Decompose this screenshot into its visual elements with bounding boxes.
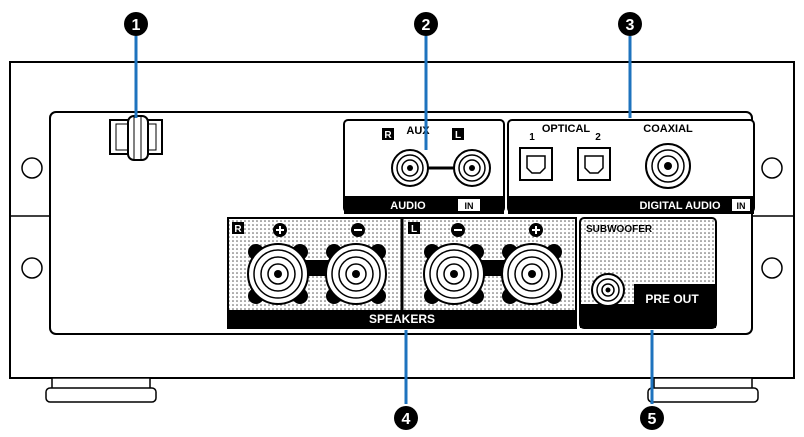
aux-l-jack[interactable] (453, 149, 491, 187)
optical-2-jack[interactable] (577, 147, 611, 181)
svg-text:1: 1 (132, 17, 141, 34)
svg-text:3: 3 (626, 17, 635, 34)
svg-text:2: 2 (422, 17, 431, 34)
plus-icon (529, 223, 543, 237)
optical-1-jack[interactable] (519, 147, 553, 181)
aux-audio-in-section: R AUX L AUDIO IN (343, 119, 505, 214)
coaxial-label: COAXIAL (643, 123, 693, 135)
digital-in-badge: IN (737, 201, 746, 211)
subwoofer-label: SUBWOOFER (586, 224, 653, 235)
minus-icon (351, 223, 365, 237)
callout-5: 5 (640, 406, 664, 430)
subwoofer-jack[interactable] (591, 273, 625, 307)
pre-out-label: PRE OUT (645, 292, 699, 306)
feet (45, 377, 759, 403)
optical-1-label: 1 (529, 132, 535, 143)
digital-audio-in-section: OPTICAL 1 2 COAXIAL DIGITAL AUDIO IN (507, 119, 755, 214)
audio-label: AUDIO (390, 200, 426, 212)
aux-r-jack[interactable] (391, 149, 429, 187)
speaker-l-badge: L (411, 224, 417, 235)
coaxial-jack[interactable] (645, 143, 691, 189)
speaker-terminal-l-plus[interactable] (501, 243, 563, 305)
speaker-terminal-r-minus[interactable] (325, 243, 387, 305)
plus-icon (273, 223, 287, 237)
speakers-section: SPEAKERS R L (227, 217, 577, 329)
callout-4: 4 (394, 406, 418, 430)
svg-text:5: 5 (648, 411, 657, 428)
speaker-r-badge: R (234, 224, 242, 235)
callout-2: 2 (414, 12, 438, 36)
callout-1: 1 (124, 12, 148, 36)
power-cord (109, 115, 163, 161)
speakers-label: SPEAKERS (369, 312, 435, 326)
speaker-terminal-l-minus[interactable] (423, 243, 485, 305)
speaker-terminal-r-plus[interactable] (247, 243, 309, 305)
minus-icon (451, 223, 465, 237)
svg-text:4: 4 (402, 411, 411, 428)
subwoofer-pre-out-section: SUBWOOFER PRE OUT (579, 217, 717, 329)
aux-r-badge: R (384, 130, 392, 141)
aux-l-badge: L (455, 130, 461, 141)
callout-lines (134, 36, 654, 404)
audio-in-badge: IN (465, 201, 474, 211)
aux-label: AUX (406, 125, 430, 137)
callout-3: 3 (618, 12, 642, 36)
optical-2-label: 2 (595, 132, 601, 143)
digital-audio-label: DIGITAL AUDIO (639, 200, 721, 212)
optical-label: OPTICAL (542, 123, 591, 135)
